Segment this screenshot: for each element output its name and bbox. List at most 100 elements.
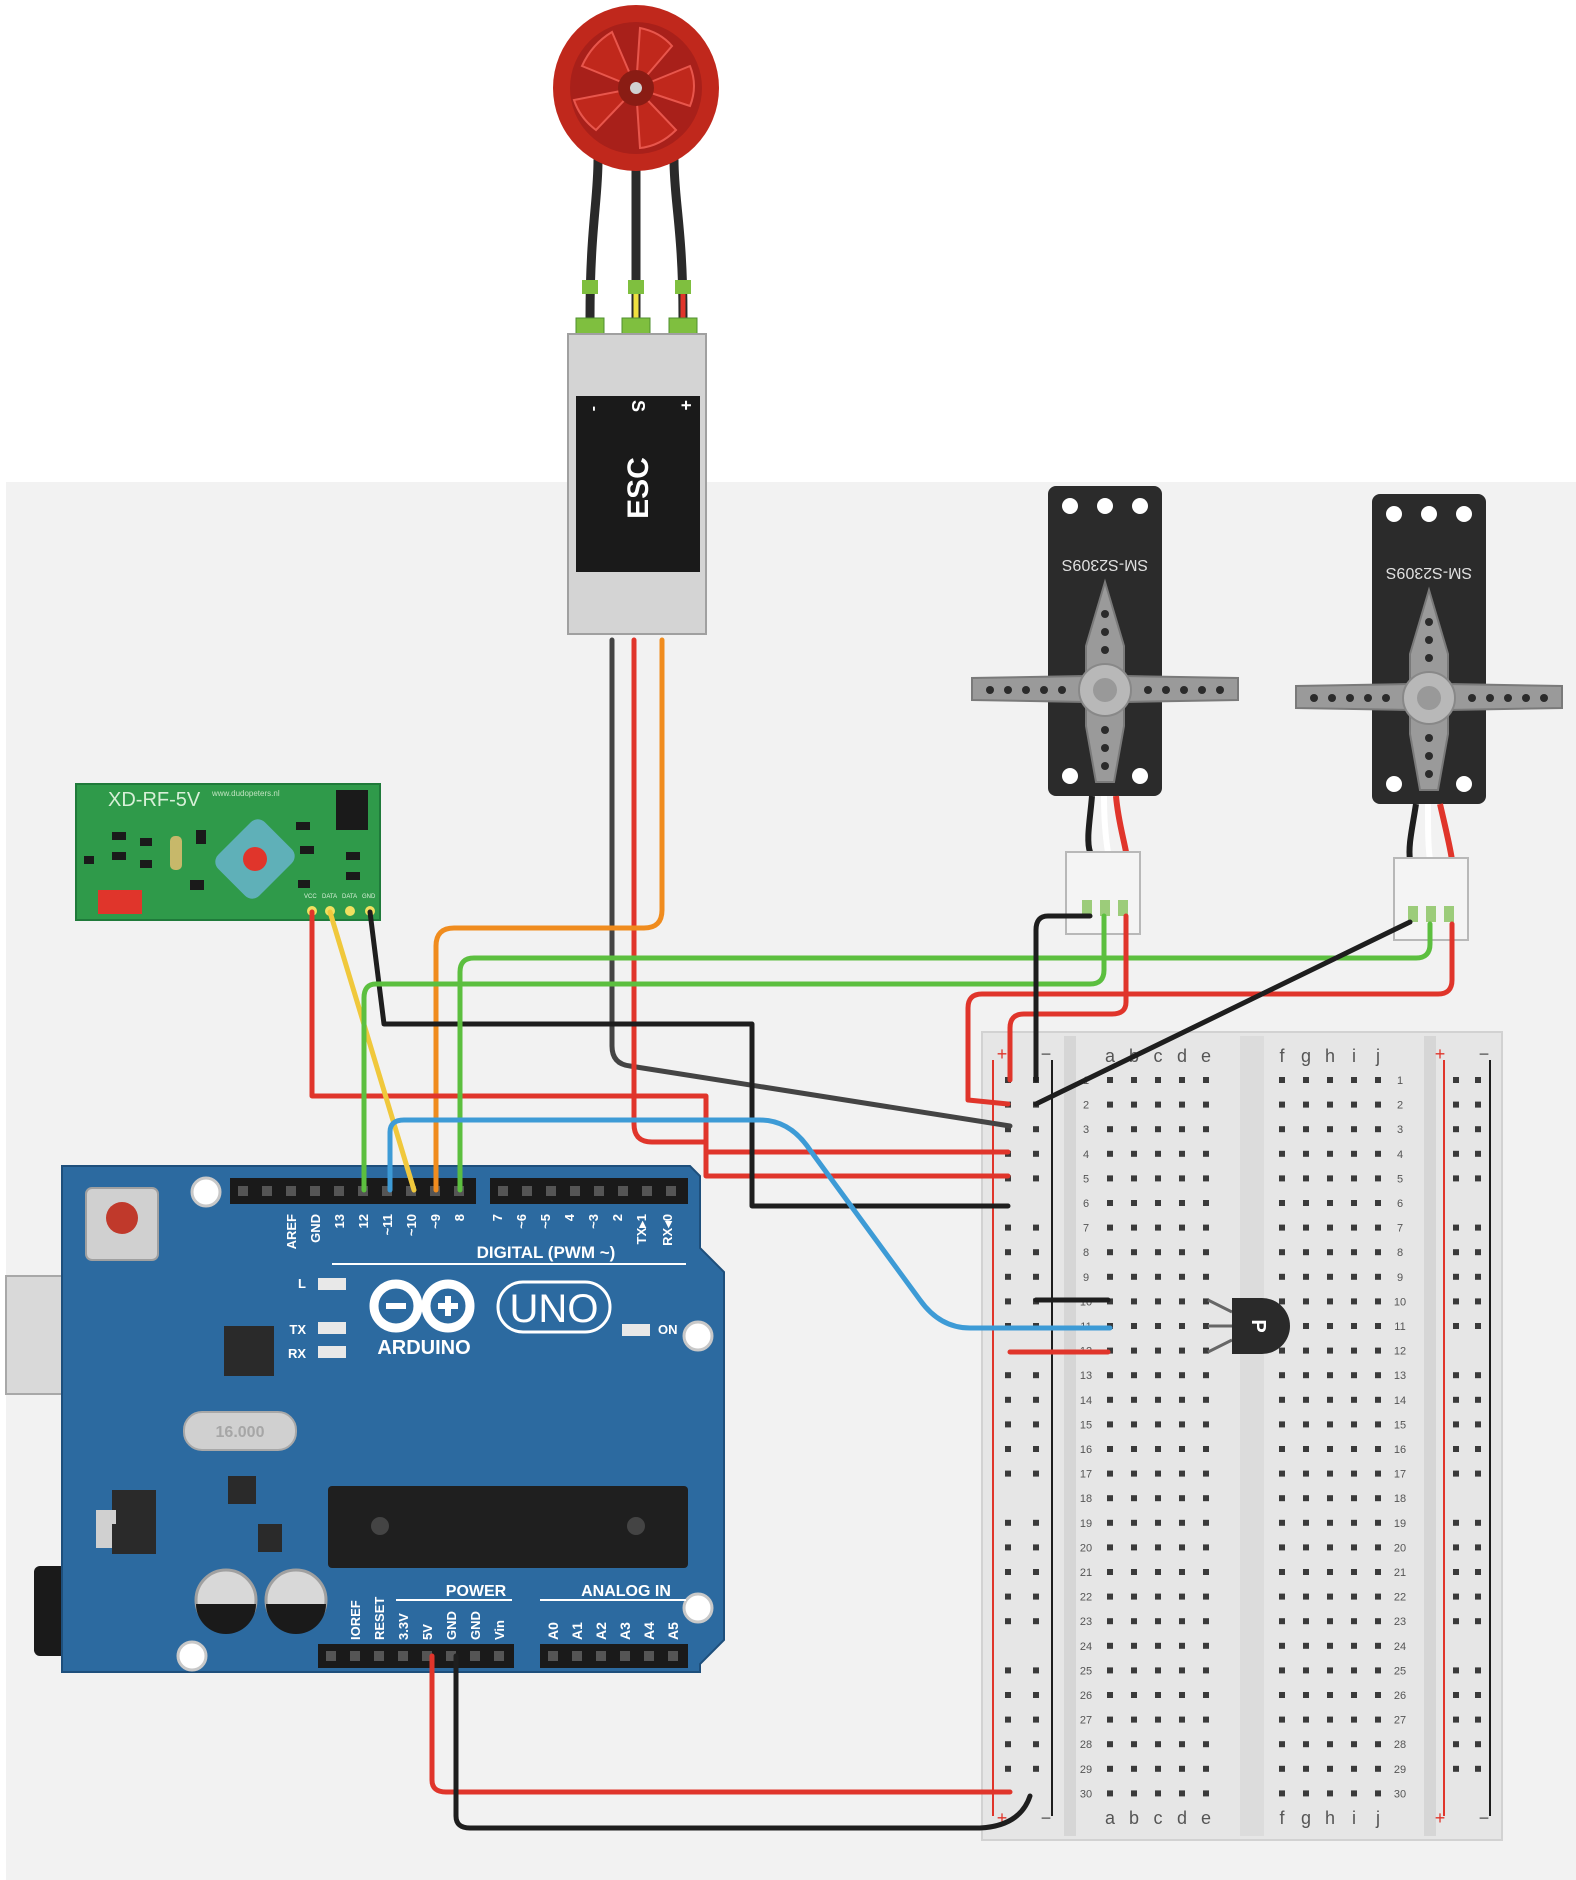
digital-pin-label: TX▸1 (634, 1214, 649, 1244)
analog-pin-label: A4 (641, 1622, 657, 1640)
digital-pin-label: 12 (356, 1214, 371, 1228)
bb-row-label: 4 (1397, 1149, 1403, 1161)
bb-col-label: e (1201, 1808, 1211, 1828)
bb-row-label: 27 (1394, 1715, 1406, 1727)
digital-pin-label: ~6 (514, 1214, 529, 1229)
bb-row-label: 20 (1080, 1542, 1092, 1554)
receiver-pin-data-2: DATA (342, 894, 357, 900)
bb-row-label: 17 (1080, 1469, 1092, 1481)
bb-row-label: 30 (1080, 1788, 1092, 1800)
wire-servo2-vcc (965, 921, 1455, 1107)
receiver-pin-data-1: DATA (322, 894, 337, 900)
bb-col-label: c (1154, 1046, 1163, 1066)
digital-pin-label: ~5 (538, 1214, 553, 1229)
digital-label: DIGITAL (PWM ~) (477, 1243, 616, 1262)
wire-rf-vcc (309, 909, 1011, 1155)
power-pin-label: Vin (492, 1620, 507, 1640)
arduino-logo (369, 1279, 475, 1333)
transistor-label: P (1247, 1319, 1269, 1332)
servo-2-label: SM-S2309S (1386, 564, 1472, 581)
analog-pin-label: A2 (593, 1622, 609, 1640)
bb-row-label: 2 (1083, 1100, 1089, 1112)
bb-row-label: 11 (1394, 1321, 1405, 1333)
wire-pin11-transistor (387, 1117, 1113, 1331)
digital-pin-label: ~9 (428, 1214, 443, 1229)
bb-row-label: 2 (1397, 1100, 1403, 1112)
led-l-label: L (298, 1276, 306, 1291)
power-pin-label: RESET (372, 1597, 387, 1640)
wire-rf-gnd (367, 909, 1011, 1209)
bb-row-label: 30 (1394, 1788, 1406, 1800)
digital-pin-label: 4 (562, 1213, 577, 1221)
bb-row-label: 9 (1397, 1272, 1403, 1284)
bb-col-label: d (1177, 1808, 1187, 1828)
servo-1[interactable]: SM-S2309S (971, 486, 1239, 796)
crystal-label: 16.000 (216, 1424, 265, 1441)
bb-row-label: 3 (1083, 1124, 1089, 1136)
esc-module[interactable]: ESC - S + (567, 333, 707, 635)
bb-row-label: 10 (1394, 1296, 1406, 1308)
bb-row-label: 12 (1394, 1346, 1406, 1358)
esc-pin-signal: S (628, 400, 648, 412)
motor-connectors (575, 280, 698, 335)
wire-arduino-5v (429, 1653, 1013, 1795)
bb-row-label: 7 (1083, 1223, 1089, 1235)
arduino-model: UNO (510, 1287, 599, 1331)
bb-row-label: 9 (1083, 1272, 1089, 1284)
power-pin-label: 5V (420, 1624, 435, 1640)
bb-row-label: 5 (1083, 1173, 1089, 1185)
bb-row-label: 19 (1394, 1518, 1406, 1530)
bb-row-label: 6 (1083, 1198, 1089, 1210)
rail-minus-bottom-right: − (1479, 1808, 1490, 1828)
servo-2[interactable]: SM-S2309S (1295, 494, 1563, 804)
led-tx-label: TX (289, 1322, 306, 1337)
bb-col-label: h (1325, 1046, 1335, 1066)
wire-arduino-gnd (453, 1653, 1033, 1831)
bb-row-label: 3 (1397, 1124, 1403, 1136)
bb-row-label: 22 (1080, 1592, 1092, 1604)
digital-pin-label: RX◂0 (660, 1214, 675, 1246)
bb-row-label: 29 (1080, 1764, 1092, 1776)
bb-row-label: 26 (1394, 1690, 1406, 1702)
receiver-label: XD-RF-5V (108, 789, 201, 811)
bb-row-label: 4 (1083, 1149, 1089, 1161)
wire-servo1-signal (361, 913, 1107, 1193)
wires (309, 637, 1455, 1831)
atmega-chip (328, 1486, 688, 1568)
wire-servo1-gnd (1033, 913, 1093, 1083)
digital-pin-label: ~11 (380, 1214, 395, 1235)
led-rx-label: RX (288, 1346, 306, 1361)
transistor[interactable]: P (1207, 1298, 1290, 1354)
digital-pin-label: AREF (284, 1214, 299, 1249)
wire-rf-data (327, 909, 417, 1193)
wire-servo2-signal (457, 921, 1433, 1193)
bb-col-label: a (1105, 1046, 1116, 1066)
bb-col-label: c (1154, 1808, 1163, 1828)
bb-col-label: g (1301, 1046, 1311, 1066)
bb-row-label: 23 (1394, 1616, 1406, 1628)
rail-plus-top-left: + (997, 1044, 1008, 1064)
esc-pin-plus: + (676, 400, 696, 411)
bb-row-label: 28 (1394, 1739, 1406, 1751)
bb-col-label: j (1375, 1046, 1380, 1066)
bb-row-label: 25 (1394, 1665, 1406, 1677)
wire-esc-gnd (609, 637, 1013, 1129)
arduino-uno-board[interactable]: 16.000 L TX RX ON ARDUINO UNO (5, 1165, 725, 1673)
analog-label: ANALOG IN (581, 1583, 671, 1600)
bb-row-label: 6 (1397, 1198, 1403, 1210)
bb-row-label: 15 (1080, 1419, 1092, 1431)
digital-pin-label: 8 (452, 1214, 467, 1221)
bb-row-label: 13 (1080, 1370, 1092, 1382)
power-pin-label: GND (444, 1611, 459, 1640)
bb-row-label: 25 (1080, 1665, 1092, 1677)
rail-plus-top-right: + (1435, 1044, 1446, 1064)
bb-row-label: 18 (1080, 1493, 1092, 1505)
brushless-motor[interactable] (553, 5, 719, 323)
bb-row-label: 5 (1397, 1173, 1403, 1185)
bb-row-label: 14 (1080, 1395, 1092, 1407)
bb-row-label: 20 (1394, 1542, 1406, 1554)
bb-row-label: 19 (1080, 1518, 1092, 1530)
receiver-pin-vcc: VCC (304, 894, 317, 900)
rf-receiver-module[interactable]: XD-RF-5V www.dudopeters.nl VCC DATA DATA… (75, 783, 381, 921)
